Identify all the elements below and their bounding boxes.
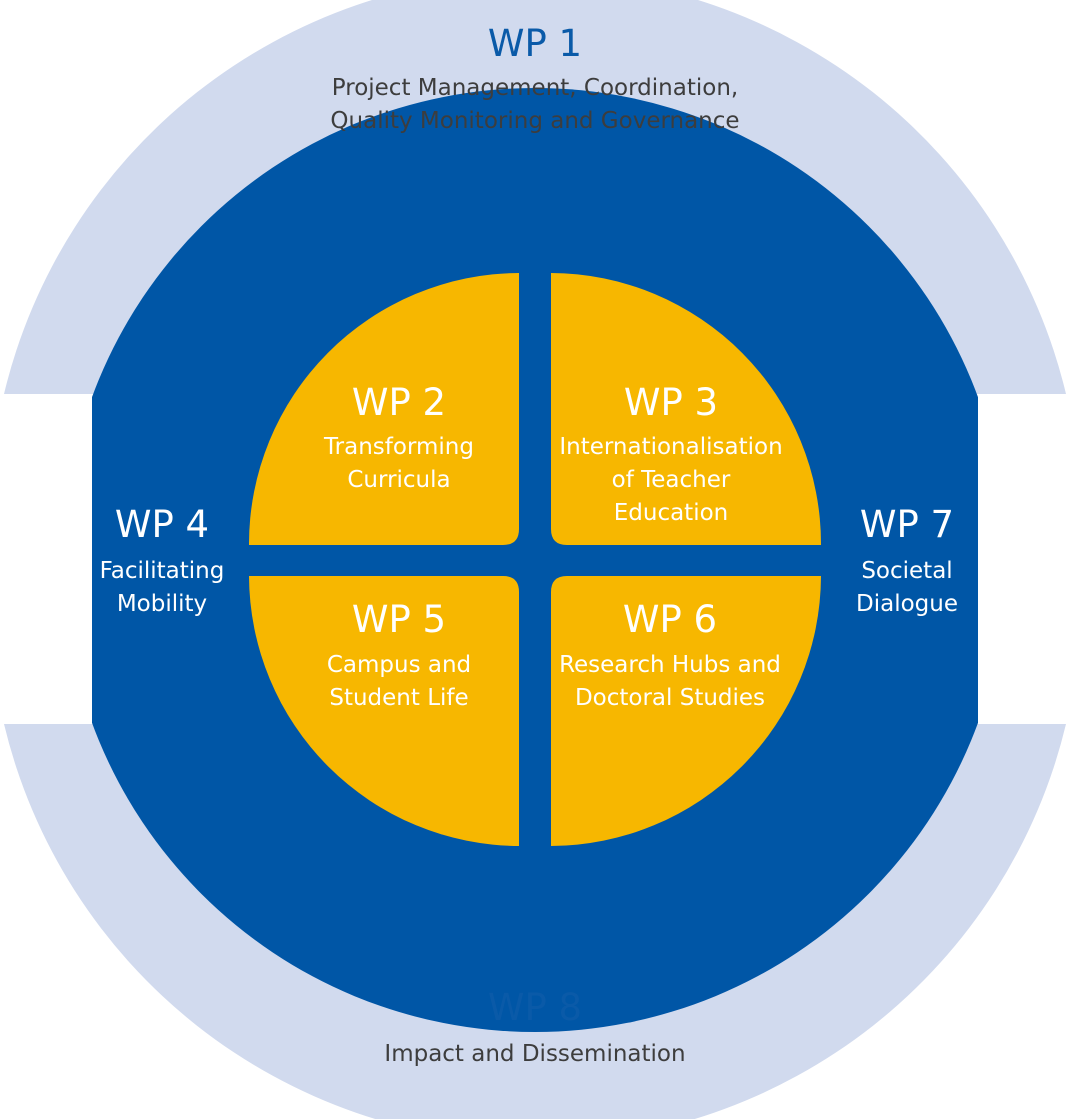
wp2-desc-line2: Curricula	[347, 467, 450, 493]
wp1-desc-line1: Project Management, Coordination,	[332, 75, 738, 101]
wp8-arc-band	[4, 724, 1066, 1119]
wp6-title: WP 6	[623, 598, 717, 641]
wp4-desc-line1: Facilitating	[100, 558, 225, 584]
wp4-label-group: WP 4 Facilitating Mobility	[100, 503, 225, 617]
wp6-desc-line1: Research Hubs and	[559, 652, 781, 678]
wp4-title: WP 4	[115, 503, 209, 546]
wp2-title: WP 2	[352, 381, 446, 424]
wp4-desc-line2: Mobility	[117, 591, 207, 617]
wp3-desc-line2: of Teacher	[612, 467, 731, 493]
wp7-desc-line2: Dialogue	[856, 591, 958, 617]
wp5-label-group: WP 5 Campus and Student Life	[327, 598, 471, 711]
blue-ring	[92, 88, 978, 1032]
wp3-desc-line3: Education	[614, 500, 729, 526]
wp2-desc-line1: Transforming	[323, 434, 474, 460]
wp7-desc-line1: Societal	[861, 558, 952, 584]
wp2-label-group: WP 2 Transforming Curricula	[323, 381, 474, 493]
wp6-desc-line2: Doctoral Studies	[575, 685, 765, 711]
wp6-quadrant	[551, 576, 821, 846]
wp5-desc-line2: Student Life	[329, 685, 468, 711]
wp2-quadrant	[248, 273, 519, 545]
wp1-desc-line2: Quality Monitoring and Governance	[330, 108, 739, 134]
wp8-desc-line1: Impact and Dissemination	[384, 1041, 685, 1067]
wp8-label-group: WP 8 Impact and Dissemination	[384, 986, 685, 1067]
wp3-title: WP 3	[624, 381, 718, 424]
wp3-desc-line1: Internationalisation	[559, 434, 782, 460]
wp6-label-group: WP 6 Research Hubs and Doctoral Studies	[559, 598, 781, 711]
wp7-label-group: WP 7 Societal Dialogue	[856, 503, 958, 617]
wp7-title: WP 7	[860, 503, 954, 546]
wp3-label-group: WP 3 Internationalisation of Teacher Edu…	[559, 381, 782, 526]
wp1-arc-band	[4, 0, 1066, 394]
wp3-quadrant	[551, 273, 822, 545]
wp5-desc-line1: Campus and	[327, 652, 471, 678]
wp1-title: WP 1	[488, 22, 582, 65]
wp1-label-group: WP 1 Project Management, Coordination, Q…	[330, 22, 739, 134]
wp5-quadrant	[249, 576, 519, 846]
wp5-title: WP 5	[352, 598, 446, 641]
wp8-title: WP 8	[488, 986, 582, 1029]
